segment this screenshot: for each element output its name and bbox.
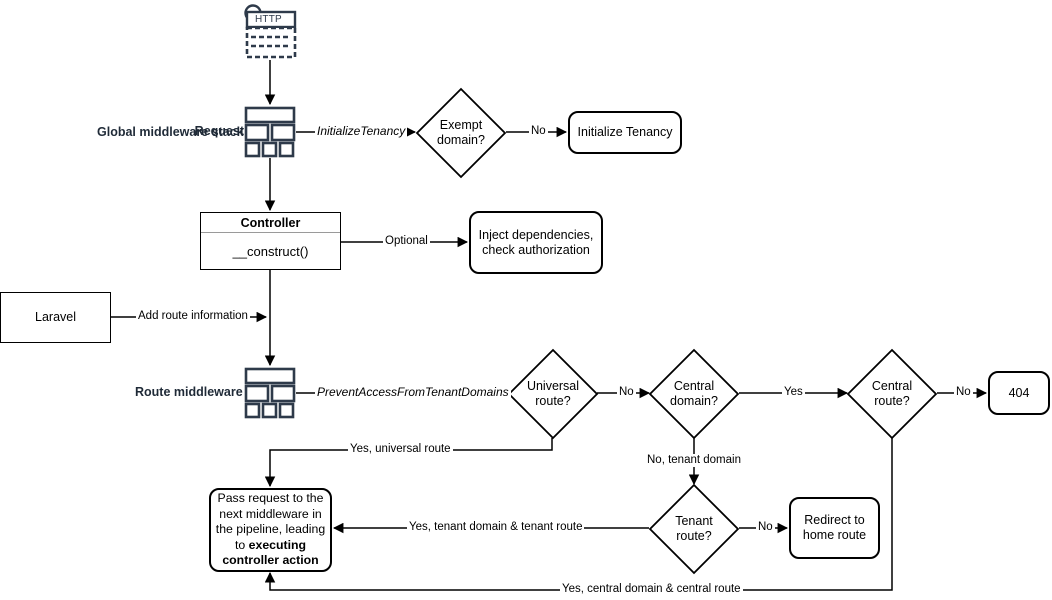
inject-dependencies-line1: Inject dependencies,	[478, 227, 594, 242]
decision-central-domain[interactable]	[648, 348, 740, 445]
middleware-stack-icon-route	[244, 367, 296, 424]
universal-route-line2: route?	[535, 394, 571, 408]
decision-exempt-domain-label: Exempt domain?	[415, 118, 507, 148]
controller-title: Controller	[201, 213, 340, 233]
redirect-home-label: Redirect to home route	[803, 513, 866, 543]
edge-label-optional: Optional	[383, 235, 430, 248]
decision-tenant-route[interactable]	[648, 483, 740, 580]
central-route-line1: Central	[871, 379, 913, 393]
node-initialize-tenancy[interactable]: Initialize Tenancy	[568, 111, 682, 154]
tenant-route-line2: route?	[676, 529, 712, 543]
edge-label-tenant-route-no: No	[756, 521, 775, 534]
central-route-line2: route?	[874, 394, 910, 408]
redirect-home-line2: home route	[802, 528, 867, 542]
lane-label-route-middleware: Route middleware	[135, 385, 243, 399]
controller-construct-method: __construct()	[232, 243, 309, 259]
edge-label-central-route-no: No	[954, 386, 973, 399]
decision-tenant-route-label: Tenant route?	[648, 514, 740, 544]
node-pass-request-to-next-middleware[interactable]: Pass request to the next middleware in t…	[209, 488, 332, 572]
decision-central-domain-label: Central domain?	[648, 379, 740, 409]
redirect-home-line1: Redirect to	[804, 513, 865, 527]
central-domain-line2: domain?	[670, 394, 718, 408]
inject-dependencies-label: Inject dependencies, check authorization	[479, 228, 594, 258]
edge-label-universal-route-no: No	[617, 386, 636, 399]
node-laravel[interactable]: Laravel	[0, 292, 111, 343]
edge-label-yes-tenant-domain-tenant-route: Yes, tenant domain & tenant route	[407, 521, 585, 534]
http-icon-label: HTTP	[255, 14, 282, 25]
edge-label-add-route-information: Add route information	[136, 310, 250, 323]
node-404[interactable]: 404	[988, 371, 1050, 415]
decision-universal-route-label: Universal route?	[507, 379, 599, 409]
exempt-domain-line2: domain?	[437, 133, 485, 147]
tenant-route-line1: Tenant	[675, 514, 713, 528]
exempt-domain-line1: Exempt	[439, 118, 483, 132]
lane-label-request: Request	[194, 124, 244, 138]
node-redirect-home-route[interactable]: Redirect to home route	[789, 497, 880, 559]
decision-exempt-domain[interactable]	[415, 87, 507, 184]
pass-request-text-bold: executing controller action	[222, 537, 319, 568]
middleware-stack-icon-global	[244, 106, 296, 163]
edge-label-prevent-access-from-tenant-domains: PreventAccessFromTenantDomains	[315, 385, 511, 399]
edge-label-initialize-tenancy-middleware: InitializeTenancy	[315, 124, 408, 138]
http-request-icon	[243, 2, 299, 65]
universal-route-line1: Universal	[526, 379, 580, 393]
edge-label-yes-universal-route: Yes, universal route	[348, 443, 453, 456]
decision-central-route-label: Central route?	[846, 379, 938, 409]
node-inject-dependencies[interactable]: Inject dependencies, check authorization	[469, 211, 603, 274]
pass-request-text: Pass request to the next middleware in t…	[211, 489, 330, 571]
inject-dependencies-line2: check authorization	[482, 242, 590, 257]
central-domain-line1: Central	[673, 379, 715, 393]
edge-label-central-domain-yes: Yes	[782, 386, 805, 399]
node-controller[interactable]: Controller __construct()	[200, 212, 341, 270]
pass-request-text-plain: Pass request to the next middleware in t…	[215, 491, 326, 552]
decision-universal-route[interactable]	[507, 348, 599, 445]
decision-central-route[interactable]	[846, 348, 938, 445]
edge-label-exempt-domain-no: No	[529, 125, 548, 138]
laravel-label: Laravel	[35, 310, 76, 324]
not-found-label: 404	[1008, 385, 1030, 400]
edge-label-no-tenant-domain: No, tenant domain	[645, 454, 743, 467]
lane-label-global-middleware-stack: Global middleware stack	[97, 125, 244, 139]
edge-label-yes-central-domain-central-route: Yes, central domain & central route	[560, 583, 743, 596]
initialize-tenancy-label: Initialize Tenancy	[577, 125, 673, 139]
